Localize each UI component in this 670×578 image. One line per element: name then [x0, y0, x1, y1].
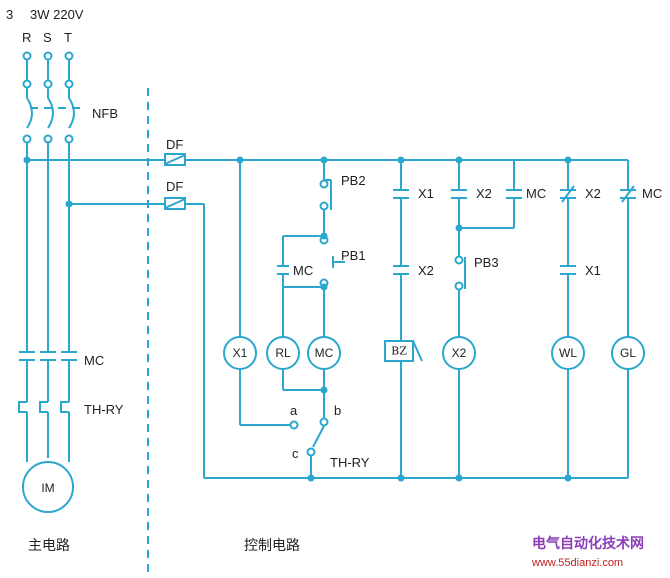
pb1-label: PB1: [341, 248, 366, 263]
terminal-t-top: [64, 51, 74, 61]
mc-nc-label: MC: [642, 186, 662, 201]
x1-top-label: X1: [418, 186, 434, 201]
terminal-r-top: [22, 51, 32, 61]
th-ry-main-label: TH-RY: [84, 402, 124, 417]
lamp-rl-label: RL: [275, 346, 291, 360]
main-circuit: NFB MC TH-RY: [18, 51, 124, 513]
phase-label-r: R: [22, 30, 31, 45]
motor-im: [22, 461, 74, 513]
power-spec: 3W 220V: [30, 7, 84, 22]
lamp-wl: [551, 336, 585, 370]
branch-gl: [620, 160, 636, 478]
th-ry-heaters: [18, 401, 69, 413]
pb2-label: PB2: [341, 173, 366, 188]
pb2-button: [319, 179, 329, 189]
caption-control-circuit: 控制电路: [244, 537, 300, 553]
switch-label-c: c: [292, 446, 299, 461]
branch-x1: [239, 160, 290, 426]
mc-main-contacts: [19, 351, 77, 361]
branch-x2: [451, 160, 522, 482]
watermark-url: www.55dianzi.com: [531, 557, 623, 569]
x1-lower-label: X1: [585, 263, 601, 278]
mc-main-label: MC: [84, 353, 104, 368]
buzzer-bz-label: BZ: [391, 345, 407, 358]
phase-label-t: T: [64, 30, 72, 45]
coil-mc-label: MC: [315, 346, 334, 360]
pb3-label: PB3: [474, 255, 499, 270]
coil-x1: [223, 336, 257, 370]
nfb-breaker: [26, 97, 82, 129]
motor-label: IM: [41, 481, 54, 495]
df-top-label: DF: [166, 137, 183, 152]
x2-top-label: X2: [476, 186, 492, 201]
switch-label-a: a: [290, 403, 298, 418]
x2-mid-label: X2: [418, 263, 434, 278]
pb3-button: [454, 255, 464, 265]
x2-nc-label: X2: [585, 186, 601, 201]
mc-hold-label: MC: [293, 263, 313, 278]
phase-count: 3: [6, 7, 13, 22]
branch-bz: [393, 160, 409, 482]
lamp-wl-label: WL: [559, 346, 577, 360]
th-ry-ctrl-label: TH-RY: [330, 455, 370, 470]
coil-x2: [442, 336, 476, 370]
coil-x1-label: X1: [233, 346, 248, 360]
df-bottom-label: DF: [166, 179, 183, 194]
lamp-rl: [266, 336, 300, 370]
branch-wl: [560, 160, 576, 482]
th-ry-switch: [289, 417, 329, 482]
terminal-s-top: [43, 51, 53, 61]
switch-label-b: b: [334, 403, 341, 418]
caption-main-circuit: 主电路: [28, 537, 70, 553]
coil-x2-label: X2: [452, 346, 467, 360]
branch-mc: [277, 160, 345, 418]
mc-top-label: MC: [526, 186, 546, 201]
phase-label-s: S: [43, 30, 52, 45]
nfb-label: NFB: [92, 106, 118, 121]
lamp-gl: [611, 336, 645, 370]
coil-mc: [307, 336, 341, 370]
watermark-title: 电气自动化技术网: [532, 535, 644, 551]
buzzer-bz: [384, 340, 423, 362]
lamp-gl-label: GL: [620, 346, 636, 360]
